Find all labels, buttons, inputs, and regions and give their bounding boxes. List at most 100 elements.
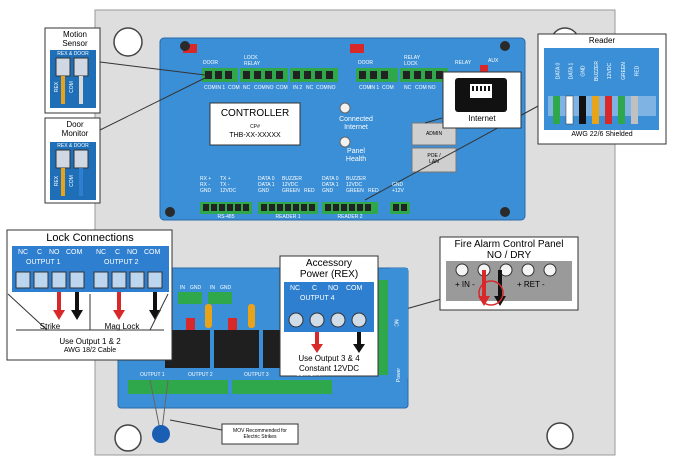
power-pin-12v: +12V [392, 188, 404, 194]
mount-hole-top-left [113, 27, 143, 57]
leader-internet [424, 117, 443, 124]
reader2-title: READER 2 [337, 214, 363, 220]
pin-label-0: COM [204, 85, 216, 91]
reader-pin-gnd: GND [580, 65, 587, 77]
mount-hole-bottom-left [114, 424, 142, 452]
reader1-pin-4: 12VDC [282, 182, 299, 188]
reader2-pin-3: BUZZER [346, 176, 366, 182]
door-screw-2 [73, 149, 89, 169]
reader1-title: READER 1 [275, 214, 301, 220]
board-bottom-pin-labels: RX + RX - GND TX + TX - 12VDC DATA 0 DAT… [200, 176, 420, 202]
reader-screw-strip [548, 96, 656, 116]
lock-output-1-label: OUTPUT 1 [26, 259, 61, 266]
io-in-gnd-1 [178, 292, 202, 304]
label-relay-2: RELAY [404, 55, 421, 61]
pin-label-16: NO [428, 85, 436, 91]
lock-output-2-label: OUTPUT 2 [104, 259, 139, 266]
admin-label: ADMIN [425, 131, 443, 137]
motion-screw-2 [73, 57, 89, 77]
lock-term-com-a: COM [66, 249, 83, 256]
pin-label-2: COM [228, 85, 240, 91]
leader-mov [169, 419, 223, 431]
relay-led-1 [186, 318, 195, 334]
fire-screws [455, 263, 557, 277]
strike-arrow-red [53, 310, 65, 320]
pin-label-4: COM [254, 85, 266, 91]
reader1-pin-2: GND [258, 188, 270, 194]
controller-title: CONTROLLER [220, 108, 290, 119]
label-relay-3: RELAY [455, 60, 472, 66]
internet-label: Internet [468, 114, 496, 123]
pin-label-3: NC [243, 85, 251, 91]
io-gnd-label-2: GND [220, 285, 232, 291]
pin-label-6: COM [276, 85, 288, 91]
lock-term-com-b: COM [144, 249, 161, 256]
motion-header: REX & DOOR [57, 51, 89, 57]
strike-arrow-black [71, 310, 83, 320]
board-standoff-1 [180, 41, 190, 51]
reader-pin-data1: DATA 1 [568, 62, 575, 80]
rs485-pin-2: GND [200, 188, 212, 194]
io-power-label: Power [396, 367, 403, 383]
pin-label-12: IN 1 [370, 85, 380, 91]
reader-title: Reader [588, 36, 616, 45]
acc-term-no: NO [328, 285, 339, 292]
pin-label-11: COM [359, 85, 371, 91]
io-output-4: OUTPUT 4 [296, 372, 321, 378]
reader2-pin-4: 12VDC [346, 182, 363, 188]
rs485-pin-0: RX + [200, 176, 212, 182]
mov-lead-2 [161, 379, 169, 431]
fire-in-label: + IN - [455, 280, 475, 289]
lock-term-nc-b: NC [96, 249, 107, 256]
maglock-arrow-black [149, 310, 161, 320]
acc-term-com: COM [346, 285, 363, 292]
relay-2 [214, 330, 259, 368]
reader-pin-labels: DATA 0 DATA 1 GND BUZZER 12VDC GREEN RED [548, 54, 656, 94]
mov-lead-1 [149, 379, 161, 431]
lock-connections-title: Lock Connections [46, 232, 134, 244]
lock-screws [15, 271, 163, 289]
pin-label-14: NC [404, 85, 412, 91]
reader-pin-data0: DATA 0 [555, 62, 562, 80]
door-screw-1 [55, 149, 71, 169]
door-pin-rex: REX [54, 175, 61, 187]
terminal-screws-top [205, 71, 443, 79]
label-relay-1: RELAY [244, 61, 261, 67]
reader-wires [553, 95, 638, 125]
accessory-terminal-labels: NC C NO COM OUTPUT 4 [284, 285, 374, 307]
door-header: REX & DOOR [57, 143, 89, 149]
reader2-pin-5: GREEN [346, 188, 364, 194]
lock-term-c-b: C [115, 249, 121, 256]
io-gnd-label-1: GND [190, 285, 202, 291]
board-standoff-4 [500, 207, 510, 217]
poe-lan-port[interactable] [411, 147, 457, 173]
accessory-screws [288, 312, 367, 328]
lock-terminal-labels: NC C NO COM NC C NO COM OUTPUT 1 OUTPUT … [12, 249, 169, 271]
pin-label-8: NC [306, 85, 314, 91]
terminal-screws-bottom [203, 204, 407, 211]
reader1-pin-1: DATA 1 [258, 182, 275, 188]
controller-board [159, 37, 526, 221]
io-in-gnd-2 [208, 292, 232, 304]
reader-caption: AWG 22/6 Shielded [571, 131, 633, 138]
reader1-pin-6: RED [304, 188, 315, 194]
poe-label: POE /LAN [427, 153, 441, 165]
mov-component [152, 425, 170, 443]
reset-switch [480, 65, 488, 77]
io-in-label-1: IN [180, 285, 185, 291]
reader1-pin-3: BUZZER [282, 176, 302, 182]
maglock-label: Mag Lock [104, 322, 140, 331]
reader-pin-red: RED [634, 65, 641, 77]
reader-pin-buzzer: BUZZER [594, 61, 600, 81]
board-standoff-3 [165, 207, 175, 217]
acc-output-label: OUTPUT 4 [300, 295, 335, 302]
reader-terminal-block [544, 48, 659, 130]
pin-label-15: COM [415, 85, 427, 91]
label-door-1: DOOR [203, 60, 218, 66]
io-side-label: NC [392, 319, 399, 327]
accessory-arrow-red [311, 344, 323, 353]
